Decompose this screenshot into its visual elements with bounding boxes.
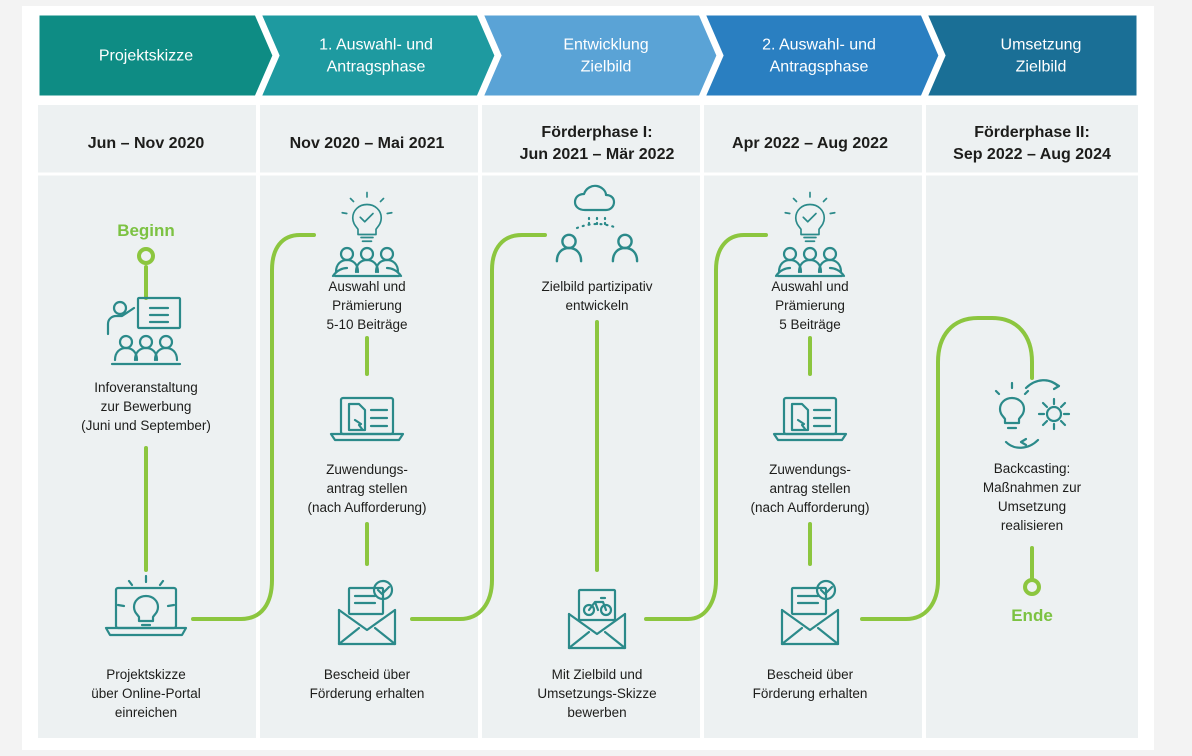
step-label-p2-apply: Zuwendungs-antrag stellen(nach Aufforder… [307,462,426,515]
process-path [137,233,1041,621]
phase-header-text: Entwicklung [563,37,648,54]
phase-date: Sep 2022 – Aug 2024 [953,146,1111,163]
step-label-p4-apply: Zuwendungs-antrag stellen(nach Aufforder… [750,462,869,515]
phase-header-chevron-1 [36,12,276,99]
phase-header-text: 1. Auswahl- und [319,37,433,54]
phase-date: Nov 2020 – Mai 2021 [290,135,445,152]
phase-date: Förderphase II: [974,124,1090,141]
start-node [137,247,155,265]
phase-header-text: Antragsphase [327,59,426,76]
phase-header-text: Projektskizze [99,48,193,65]
phase-header-text: 2. Auswahl- und [762,37,876,54]
path-p1-to-p2 [191,233,316,621]
phase-column-2 [260,105,478,738]
end-label: Ende [1011,606,1053,625]
end-node [1023,578,1041,596]
phase-date: Jun 2021 – Mär 2022 [520,146,675,163]
phase-header-chevron-3 [479,12,720,99]
phase-header-text: Antragsphase [770,59,869,76]
phase-date: Apr 2022 – Aug 2022 [732,135,888,152]
phase-header-chevron-2 [257,12,498,99]
phase-header-chevron-5 [923,12,1140,99]
phase-header-text: Zielbild [581,59,632,76]
start-label: Beginn [117,221,175,240]
path-p2-to-p3 [410,233,547,621]
phase-header-text: Umsetzung [1001,37,1082,54]
phase-dates: Jun – Nov 2020 Nov 2020 – Mai 2021 Förderp… [88,124,1111,163]
phase-header-text: Zielbild [1016,59,1067,76]
phase-column-5 [926,105,1138,738]
phase-column-3 [482,105,700,738]
phase-headers: Projektskizze 1. Auswahl- undAntragsphase… [36,12,1140,99]
path-p4-to-p5 [860,316,1034,621]
phase-column-1 [38,105,256,738]
path-p3-to-p4 [644,233,768,621]
phase-date: Jun – Nov 2020 [88,135,205,152]
phase-date: Förderphase I: [541,124,652,141]
phase-column-4 [704,105,922,738]
phase-header-chevron-4 [701,12,942,99]
